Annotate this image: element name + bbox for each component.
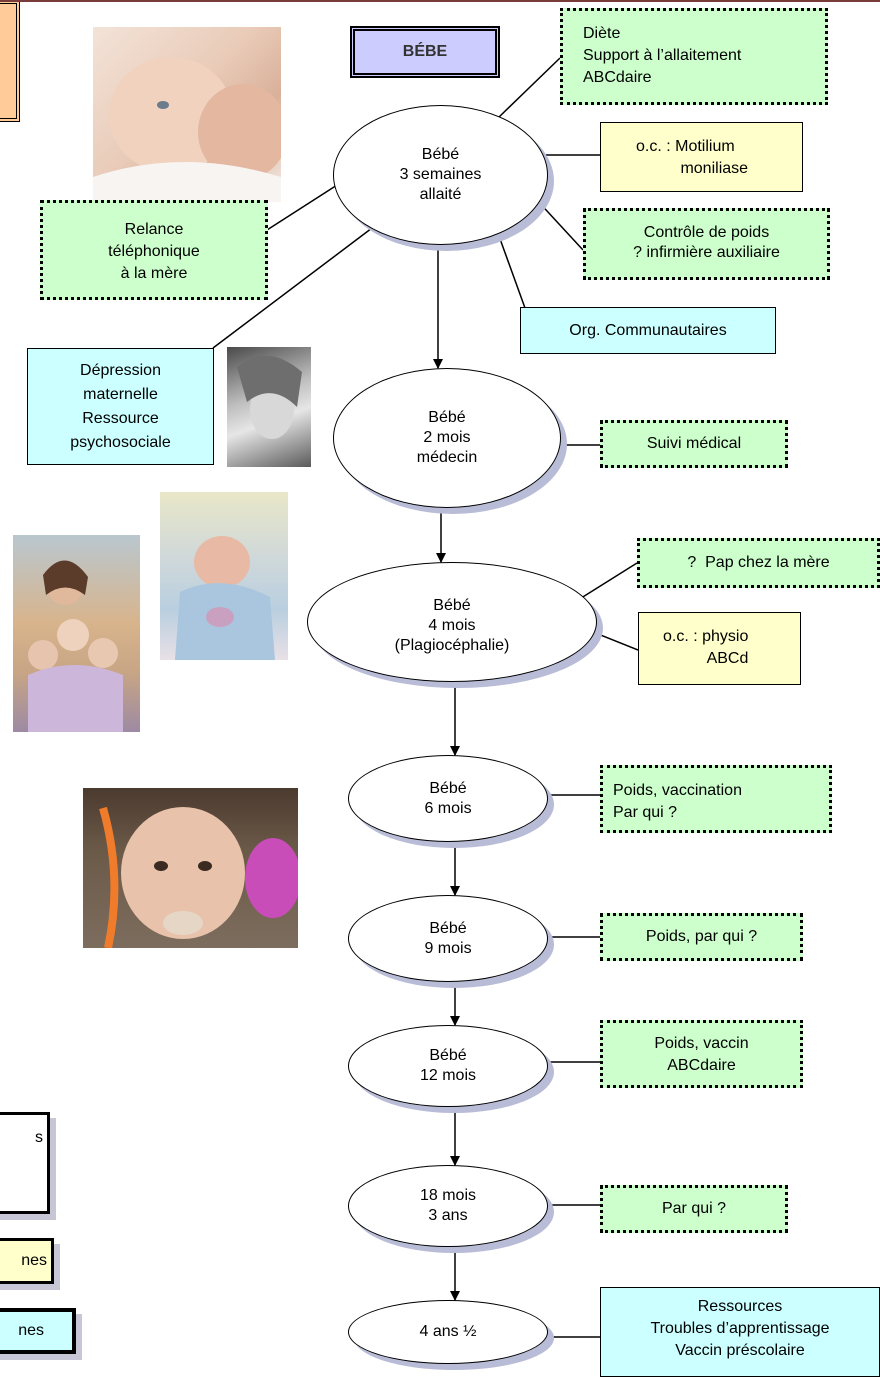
legend-box-cyan: nes [0, 1308, 76, 1354]
box-parqui-text: Par qui ? [661, 1200, 727, 1217]
box-motilium: o.c. : Motilium moniliase [600, 122, 803, 192]
node-6-mois-label: Bébé 6 mois [424, 779, 472, 817]
box-motilium-text: o.c. : Motilium moniliase [636, 138, 749, 177]
box-controle-text: Contrôle de poids ? infirmière auxiliair… [633, 224, 780, 261]
box-ressources: Ressources Troubles d’apprentissage Vacc… [600, 1287, 880, 1377]
mother-with-children-photo [13, 535, 140, 732]
node-2-mois: Bébé 2 mois médecin [333, 368, 561, 508]
node-12-mois-label: Bébé 12 mois [419, 1047, 477, 1084]
diagram-title: BÉBE [402, 43, 448, 60]
node-12-mois: Bébé 12 mois [348, 1025, 548, 1107]
node-2-mois-label: Bébé 2 mois médecin [416, 409, 478, 466]
baby-face-photo [83, 788, 298, 948]
box-orgcom-text: Org. Communautaires [569, 321, 727, 339]
node-4-ans: 4 ans ½ [348, 1300, 548, 1364]
box-poids6-text: Poids, vaccination Par qui ? [613, 782, 742, 821]
legend-cyan-text: nes [18, 1322, 44, 1339]
box-poids-vaccination: Poids, vaccination Par qui ? [600, 765, 832, 833]
box-pap: ? Pap chez la mère [637, 538, 880, 588]
legend-box-yellow: nes [0, 1238, 54, 1284]
box-pap-text: ? Pap chez la mère [687, 554, 830, 571]
node-4-mois-label: Bébé 4 mois (Plagiocéphalie) [394, 597, 510, 654]
box-par-qui: Par qui ? [600, 1185, 788, 1233]
node-18-mois-label: 18 mois 3 ans [419, 1187, 477, 1224]
box-poids9-text: Poids, par qui ? [645, 928, 758, 945]
legend-box-white: s [0, 1112, 50, 1214]
node-9-mois-label: Bébé 9 mois [424, 919, 472, 957]
legend-yellow-text: nes [21, 1252, 47, 1269]
box-suivi-medical: Suivi médical [600, 420, 788, 468]
box-diete: Diète Support à l’allaitement ABCdaire [560, 8, 828, 105]
node-6-mois: Bébé 6 mois [348, 755, 548, 842]
node-3-semaines-label: Bébé 3 semaines allaité [399, 146, 482, 203]
node-3-semaines: Bébé 3 semaines allaité [333, 105, 548, 245]
box-poids12-text: Poids, vaccin ABCdaire [654, 1035, 749, 1074]
newborn-sleeping-photo [160, 492, 288, 660]
top-left-box [0, 0, 20, 122]
box-poids-par-qui: Poids, par qui ? [600, 913, 803, 961]
box-depression: Dépression maternelle Ressource psychoso… [27, 348, 214, 465]
box-relance-text: Relance téléphonique à la mère [108, 221, 200, 282]
legend-white-text: s [35, 1129, 43, 1146]
box-controle-poids: Contrôle de poids ? infirmière auxiliair… [583, 208, 830, 280]
box-poids-vaccin: Poids, vaccin ABCdaire [600, 1020, 803, 1088]
box-physio-text: o.c. : physio ABCd [663, 628, 749, 667]
breastfeeding-baby-photo [93, 27, 281, 202]
box-org-communautaires: Org. Communautaires [520, 307, 776, 354]
box-relance: Relance téléphonique à la mère [40, 200, 268, 300]
node-18-mois-3-ans: 18 mois 3 ans [348, 1165, 548, 1247]
node-4-ans-label: 4 ans ½ [419, 1323, 477, 1340]
box-depression-text: Dépression maternelle Ressource psychoso… [70, 362, 171, 451]
box-physio: o.c. : physio ABCd [638, 612, 801, 685]
top-border-line [0, 0, 880, 2]
box-diete-text: Diète Support à l’allaitement ABCdaire [583, 25, 742, 86]
box-suivi-text: Suivi médical [646, 435, 742, 452]
box-ressources-text: Ressources Troubles d’apprentissage Vacc… [650, 1298, 830, 1359]
node-9-mois: Bébé 9 mois [348, 895, 548, 982]
node-4-mois: Bébé 4 mois (Plagiocéphalie) [307, 562, 597, 682]
diagram-title-box: BÉBE [350, 26, 500, 78]
sad-mother-photo [227, 347, 311, 467]
